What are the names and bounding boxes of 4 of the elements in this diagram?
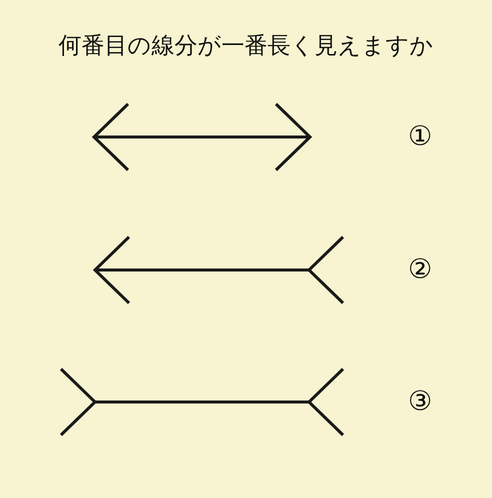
figure-number: ③ <box>408 386 432 418</box>
question-title: 何番目の線分が一番長く見えますか <box>58 32 434 61</box>
figure-number: ① <box>408 121 432 153</box>
figure-number: ② <box>408 254 432 286</box>
